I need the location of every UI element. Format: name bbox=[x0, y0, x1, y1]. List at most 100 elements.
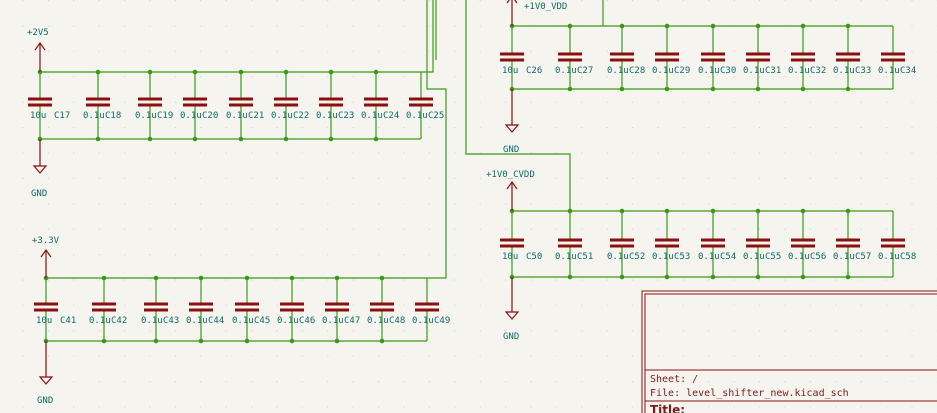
junction-dot-icon bbox=[95, 136, 101, 142]
junction-dot-icon bbox=[95, 69, 101, 75]
power-rail-label: +2V5 bbox=[27, 28, 49, 38]
junction-dot-icon bbox=[755, 208, 761, 214]
capacitor-value-label: 0.1u bbox=[322, 316, 344, 326]
junction-dot-icon bbox=[664, 274, 670, 280]
junction-dot-icon bbox=[373, 136, 379, 142]
junction-dot-icon bbox=[845, 274, 851, 280]
power-rail-label: +1V0_CVDD bbox=[486, 170, 535, 180]
junction-dot-icon bbox=[567, 274, 573, 280]
power-rail-label: +3.3V bbox=[32, 236, 60, 246]
capacitor-value-label: 0.1u bbox=[226, 111, 248, 121]
capacitor-value-label: 10u bbox=[502, 252, 518, 262]
capacitor-value-label: 0.1u bbox=[833, 252, 855, 262]
power-arrow-icon bbox=[34, 41, 46, 51]
junction-dot-icon bbox=[283, 69, 289, 75]
junction-dot-icon bbox=[845, 23, 851, 29]
capacitor-ref-label: C48 bbox=[389, 316, 405, 326]
ground-icon bbox=[504, 311, 520, 320]
ground-label: GND bbox=[503, 332, 519, 342]
power-rail-label: +1V0_VDD bbox=[524, 2, 567, 12]
junction-dot-icon bbox=[710, 86, 716, 92]
title-block-title: Title: bbox=[650, 403, 685, 413]
junction-dot-icon bbox=[800, 86, 806, 92]
capacitor-value-label: 0.1u bbox=[232, 316, 254, 326]
junction-dot-icon bbox=[244, 338, 250, 344]
junction-dot-icon bbox=[845, 208, 851, 214]
capacitor-value-label: 0.1u bbox=[361, 111, 383, 121]
power-arrow-icon bbox=[506, 180, 518, 190]
junction-dot-icon bbox=[328, 136, 334, 142]
ground-label: GND bbox=[31, 189, 47, 199]
capacitor-value-label: 0.1u bbox=[83, 111, 105, 121]
capacitor-ref-label: C54 bbox=[720, 252, 736, 262]
capacitor-ref-label: C49 bbox=[434, 316, 450, 326]
title-block: Sheet: / File: level_shifter_new.kicad_s… bbox=[641, 290, 937, 413]
capacitor-ref-label: C23 bbox=[338, 111, 354, 121]
capacitor-value-label: 0.1u bbox=[89, 316, 111, 326]
junction-dot-icon bbox=[379, 275, 385, 281]
junction-dot-icon bbox=[710, 23, 716, 29]
capacitor-value-label: 0.1u bbox=[878, 66, 900, 76]
capacitor-value-label: 0.1u bbox=[833, 66, 855, 76]
capacitor-value-label: 0.1u bbox=[406, 111, 428, 121]
capacitor-ref-label: C19 bbox=[157, 111, 173, 121]
junction-dot-icon bbox=[238, 136, 244, 142]
bus-wires bbox=[421, 0, 604, 279]
capacitor-value-label: 0.1u bbox=[271, 111, 293, 121]
capacitor-ref-label: C27 bbox=[577, 66, 593, 76]
capacitor-ref-label: C24 bbox=[383, 111, 399, 121]
capacitor-ref-label: C34 bbox=[900, 66, 916, 76]
capacitor-value-label: 0.1u bbox=[555, 66, 577, 76]
title-block-file: File: level_shifter_new.kicad_sch bbox=[650, 388, 849, 399]
ground-icon bbox=[38, 376, 54, 385]
supply-wire-3v3 bbox=[426, 0, 447, 279]
capacitor-ref-label: C30 bbox=[720, 66, 736, 76]
junction-dot-icon bbox=[800, 274, 806, 280]
junction-dot-icon bbox=[619, 23, 625, 29]
junction-dot-icon bbox=[800, 23, 806, 29]
capacitor-value-label: 0.1u bbox=[180, 111, 202, 121]
capacitor-value-label: 0.1u bbox=[316, 111, 338, 121]
capacitor-value-label: 0.1u bbox=[412, 316, 434, 326]
capacitor-ref-label: C33 bbox=[855, 66, 871, 76]
supply-wire-1v0cvdd bbox=[465, 0, 571, 211]
capacitor-ref-label: C41 bbox=[60, 316, 76, 326]
title-block-outer-frame bbox=[641, 290, 937, 413]
junction-dot-icon bbox=[567, 208, 573, 214]
title-block-sheet: Sheet: / bbox=[650, 374, 698, 385]
capacitor-value-label: 0.1u bbox=[698, 252, 720, 262]
capacitor-ref-label: C29 bbox=[674, 66, 690, 76]
junction-dot-icon bbox=[710, 274, 716, 280]
title-block-inner-frame bbox=[644, 293, 937, 413]
junction-dot-icon bbox=[619, 208, 625, 214]
capacitor-value-label: 0.1u bbox=[652, 252, 674, 262]
capacitor-value-label: 0.1u bbox=[788, 252, 810, 262]
junction-dot-icon bbox=[567, 23, 573, 29]
junction-dot-icon bbox=[289, 338, 295, 344]
capacitor-value-label: 0.1u bbox=[367, 316, 389, 326]
capacitor-ref-label: C56 bbox=[810, 252, 826, 262]
junction-dot-icon bbox=[101, 338, 107, 344]
junction-dot-icon bbox=[755, 23, 761, 29]
junction-dot-icon bbox=[198, 275, 204, 281]
junction-dot-icon bbox=[845, 86, 851, 92]
junction-dot-icon bbox=[755, 274, 761, 280]
junction-dot-icon bbox=[664, 23, 670, 29]
capacitor-value-label: 0.1u bbox=[141, 316, 163, 326]
capacitor-ref-label: C18 bbox=[105, 111, 121, 121]
capacitor-ref-label: C55 bbox=[765, 252, 781, 262]
capacitor-value-label: 0.1u bbox=[555, 252, 577, 262]
junction-dot-icon bbox=[153, 275, 159, 281]
ground-label: GND bbox=[37, 396, 53, 406]
capacitor-value-label: 0.1u bbox=[135, 111, 157, 121]
capacitor-value-label: 10u bbox=[502, 66, 518, 76]
junction-dot-icon bbox=[328, 69, 334, 75]
junction-dot-icon bbox=[800, 208, 806, 214]
junction-dot-icon bbox=[101, 275, 107, 281]
junction-dot-icon bbox=[147, 69, 153, 75]
junction-dot-icon bbox=[244, 275, 250, 281]
